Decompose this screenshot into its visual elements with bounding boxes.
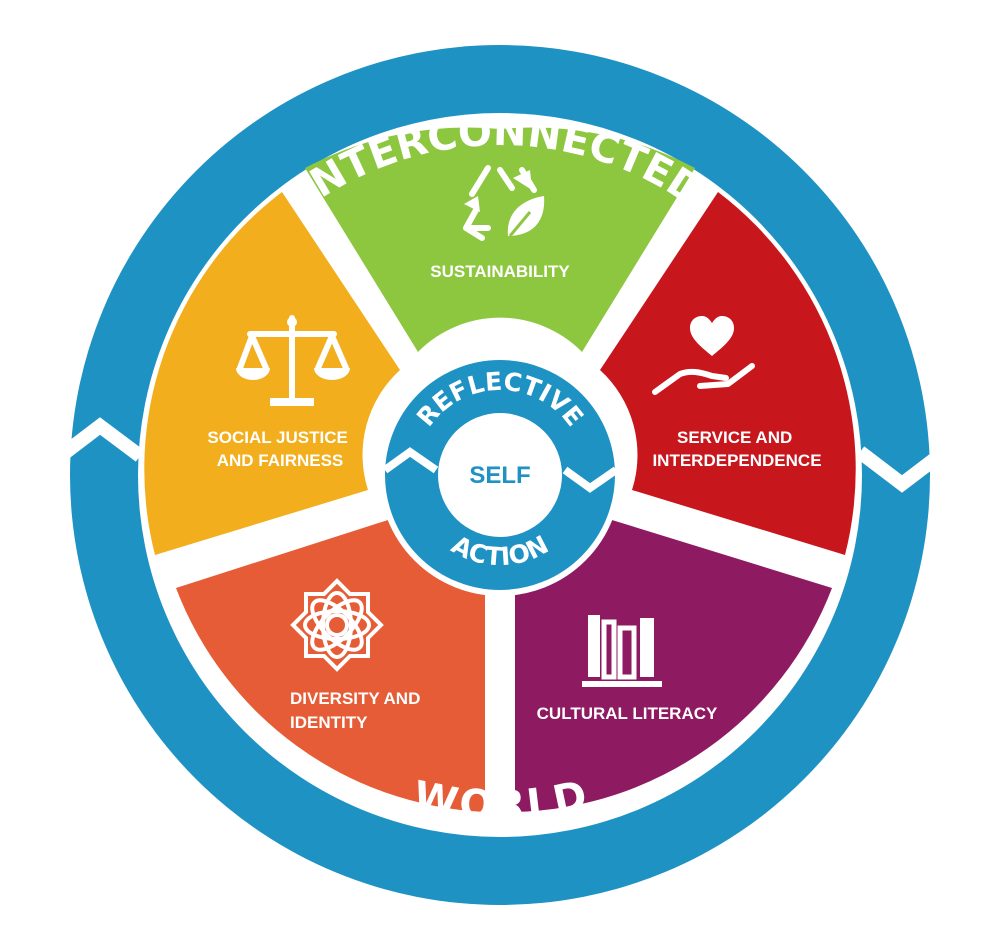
inner-ring-white-edge [379, 354, 621, 596]
segment-service [600, 192, 856, 555]
heart-hand-icon [652, 316, 755, 395]
label-service: SERVICE AND INTERDEPENDENCE [652, 428, 821, 470]
segment-justice [144, 192, 400, 555]
inner-arrow-right [562, 466, 619, 493]
label-diversity: DIVERSITY AND IDENTITY [290, 689, 425, 732]
flower-mandala-icon [290, 578, 384, 672]
segment-sustainability-body [305, 168, 695, 352]
self-label: SELF [469, 462, 530, 489]
segment-sustainability [305, 127, 695, 168]
recycle-leaf-icon [463, 165, 545, 241]
label-justice: SOCIAL JUSTICE AND FAIRNESS [207, 428, 352, 470]
segment-diversity [176, 520, 485, 812]
label-cultural: CULTURAL LITERACY [537, 704, 718, 723]
scales-icon [236, 315, 350, 406]
label-sustainability: SUSTAINABILITY [430, 262, 570, 281]
books-icon [582, 615, 662, 687]
self-circle [438, 413, 562, 537]
inner-arrow-left [382, 447, 439, 474]
ring-arrow-right [855, 446, 949, 493]
ring-arrow-left [53, 417, 145, 464]
segment-cultural [515, 520, 832, 812]
